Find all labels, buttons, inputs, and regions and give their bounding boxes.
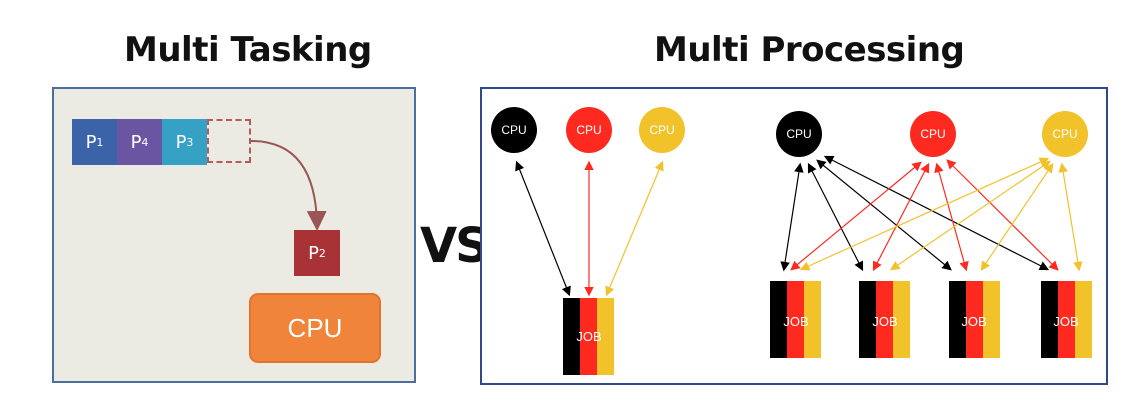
multiprocessing-panel: CPU CPU CPU CPU CPU CPU JOB xyxy=(480,87,1108,385)
job-right-4: JOB xyxy=(1041,281,1092,358)
job-right-1: JOB xyxy=(770,281,821,358)
cpu-black-left: CPU xyxy=(491,107,537,153)
svg-text:CPU: CPU xyxy=(649,123,674,137)
cpu-black-right: CPU xyxy=(776,111,822,157)
svg-text:CPU: CPU xyxy=(786,127,811,141)
svg-text:CPU: CPU xyxy=(501,123,526,137)
svg-text:JOB: JOB xyxy=(1053,314,1078,329)
job-right-2: JOB xyxy=(859,281,910,358)
empty-queue-slot xyxy=(207,119,251,163)
svg-text:JOB: JOB xyxy=(783,314,808,329)
svg-text:CPU: CPU xyxy=(1052,127,1077,141)
job-right-3: JOB xyxy=(949,281,1000,358)
dispatch-arrow xyxy=(250,140,327,231)
cpu-red-left: CPU xyxy=(566,107,612,153)
multiprocessing-diagram: CPU CPU CPU CPU CPU CPU JOB xyxy=(491,107,1092,375)
svg-text:JOB: JOB xyxy=(872,314,897,329)
svg-text:CPU: CPU xyxy=(920,127,945,141)
svg-text:JOB: JOB xyxy=(961,314,986,329)
job-left: JOB xyxy=(563,298,614,375)
cpu-block: CPU xyxy=(249,293,381,363)
cpu-red-right: CPU xyxy=(910,111,956,157)
svg-text:JOB: JOB xyxy=(576,329,601,344)
cpu-yellow-left: CPU xyxy=(639,107,685,153)
cpu-yellow-right: CPU xyxy=(1042,111,1088,157)
title-multi-tasking: Multi Tasking xyxy=(124,30,372,70)
title-multi-processing: Multi Processing xyxy=(654,30,965,70)
vs-label: VS xyxy=(420,218,490,274)
svg-text:CPU: CPU xyxy=(576,123,601,137)
